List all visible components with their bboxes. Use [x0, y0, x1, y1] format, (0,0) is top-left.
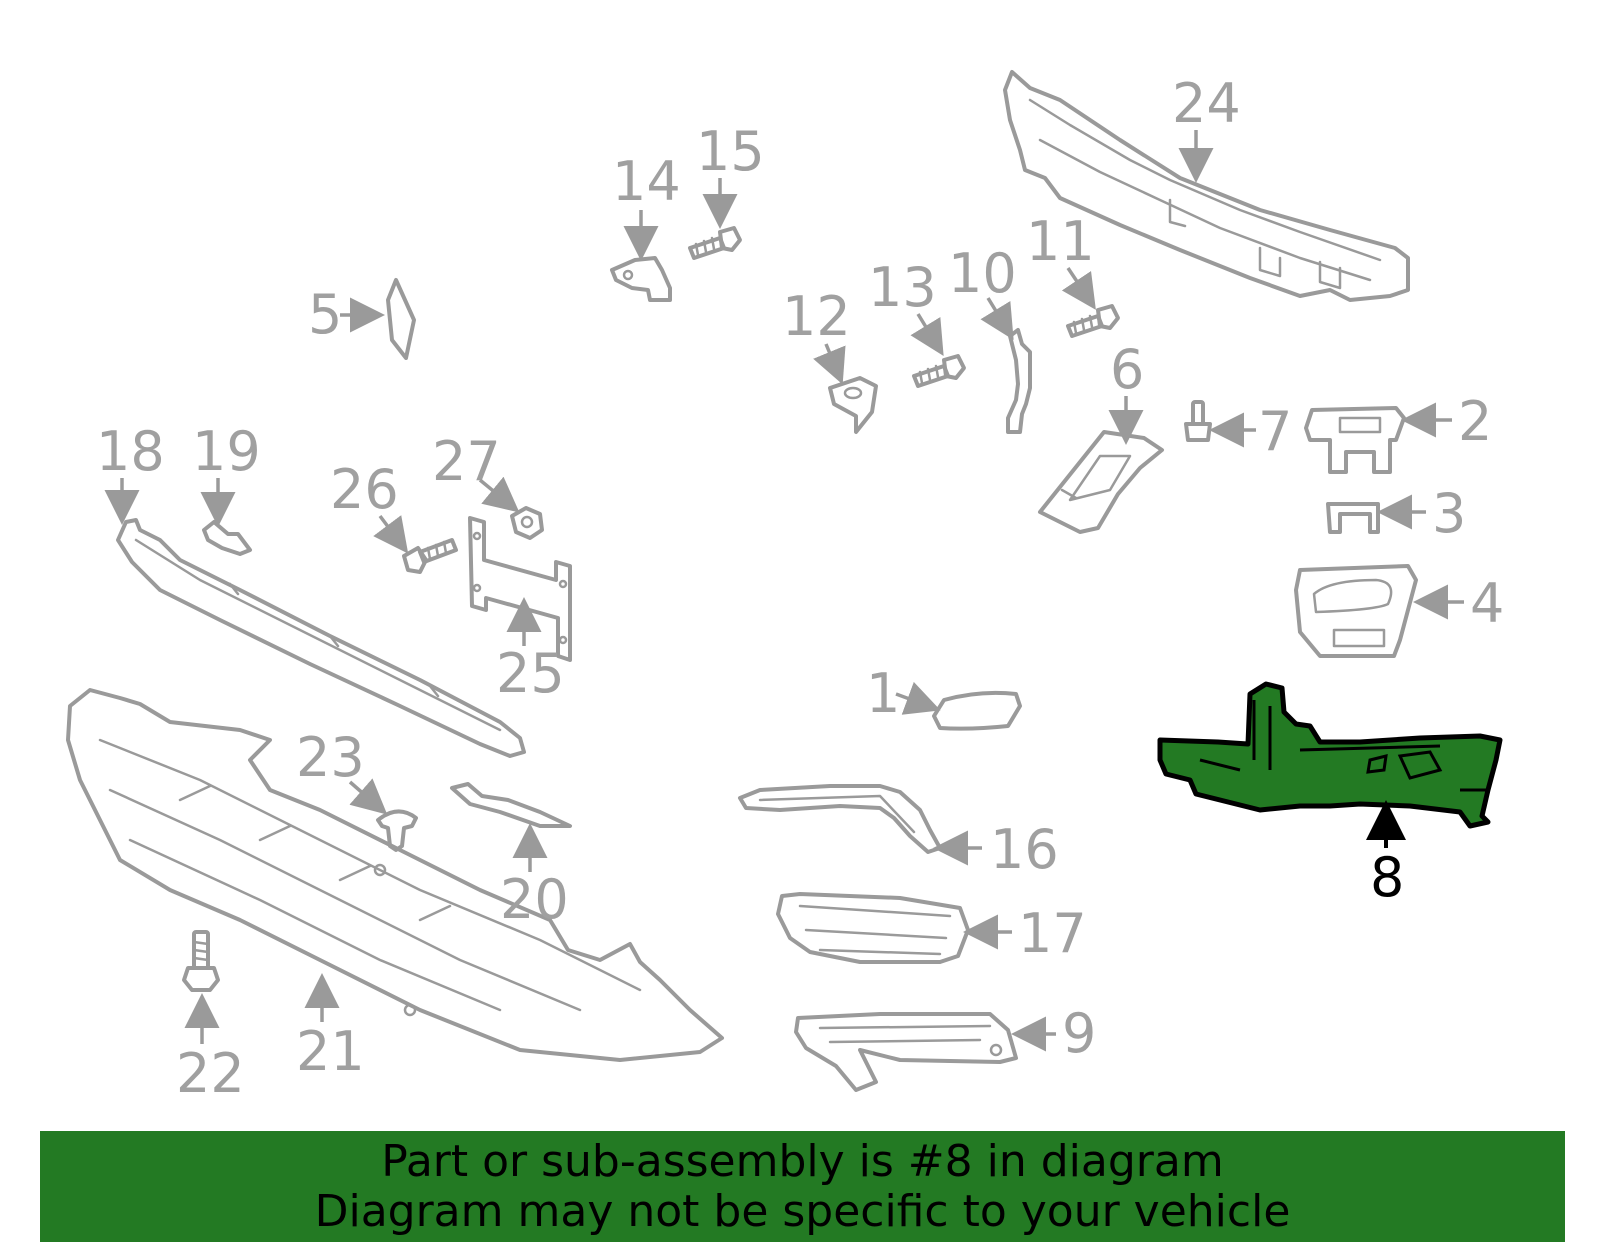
- label-1: 1: [866, 662, 900, 725]
- banner-line-part: Part or sub-assembly is #8 in diagram: [381, 1135, 1224, 1187]
- label-22: 22: [176, 1042, 245, 1105]
- callout-4: 4: [1413, 572, 1504, 635]
- callout-7: 7: [1209, 400, 1292, 463]
- label-24: 24: [1172, 72, 1241, 135]
- part-6-bracket[interactable]: [1038, 430, 1164, 534]
- label-17: 17: [1018, 902, 1087, 965]
- part-15-bolt[interactable]: [688, 226, 742, 260]
- part-25-bracket[interactable]: [468, 516, 572, 662]
- part-11-bolt[interactable]: [1066, 304, 1120, 338]
- callout-19: 19: [192, 420, 261, 527]
- label-16: 16: [990, 818, 1059, 881]
- callout-9: 9: [1011, 1002, 1096, 1065]
- callout-2: 2: [1401, 390, 1492, 453]
- label-4: 4: [1470, 572, 1504, 635]
- part-21-undercover[interactable]: [66, 688, 724, 1062]
- part-27-nut[interactable]: [510, 506, 544, 540]
- label-6: 6: [1110, 338, 1144, 401]
- callout-12: 12: [782, 285, 851, 385]
- callout-13: 13: [868, 256, 944, 356]
- part-2-bracket[interactable]: [1304, 406, 1406, 474]
- callout-22: 22: [176, 993, 245, 1105]
- part-12-bracket[interactable]: [828, 376, 878, 434]
- label-19: 19: [192, 420, 261, 483]
- part-24-reinforcement[interactable]: [1003, 70, 1410, 302]
- label-10: 10: [948, 242, 1017, 305]
- callout-26: 26: [330, 458, 409, 554]
- callout-27: 27: [432, 430, 520, 513]
- part-19-clip[interactable]: [202, 520, 252, 556]
- callout-3: 3: [1377, 482, 1466, 545]
- part-4-cover[interactable]: [1294, 564, 1418, 658]
- callout-1: 1: [866, 662, 941, 725]
- part-3-clip[interactable]: [1326, 502, 1380, 534]
- callout-15: 15: [696, 120, 765, 229]
- label-13: 13: [868, 256, 937, 319]
- callout-21: 21: [296, 973, 365, 1083]
- label-8: 8: [1370, 846, 1404, 909]
- callout-17: 17: [963, 902, 1087, 965]
- part-5-plate[interactable]: [386, 278, 416, 360]
- part-20-seal[interactable]: [450, 782, 572, 828]
- callout-18: 18: [96, 420, 165, 525]
- label-21: 21: [296, 1020, 365, 1083]
- label-2: 2: [1458, 390, 1492, 453]
- part-22-bolt[interactable]: [182, 930, 220, 992]
- callout-24: 24: [1172, 72, 1241, 183]
- info-banner: Part or sub-assembly is #8 in diagram Di…: [40, 1131, 1565, 1242]
- label-3: 3: [1432, 482, 1466, 545]
- callout-25: 25: [496, 597, 565, 705]
- callout-20: 20: [500, 823, 569, 931]
- label-25: 25: [496, 642, 565, 705]
- label-23: 23: [296, 726, 365, 789]
- callout-23: 23: [296, 726, 388, 815]
- label-20: 20: [500, 868, 569, 931]
- part-13-bolt[interactable]: [912, 354, 966, 388]
- callout-14: 14: [612, 150, 681, 261]
- label-14: 14: [612, 150, 681, 213]
- label-12: 12: [782, 285, 851, 348]
- label-9: 9: [1062, 1002, 1096, 1065]
- part-26-bolt[interactable]: [402, 538, 458, 574]
- part-1-cap[interactable]: [932, 690, 1022, 731]
- part-16-trim[interactable]: [738, 784, 942, 854]
- part-14-bracket[interactable]: [610, 256, 672, 302]
- banner-line-disclaimer: Diagram may not be specific to your vehi…: [314, 1185, 1291, 1237]
- callout-5: 5: [308, 283, 385, 346]
- callout-8: 8: [1366, 800, 1406, 909]
- part-18-strip[interactable]: [116, 518, 526, 758]
- label-26: 26: [330, 458, 399, 521]
- label-7: 7: [1258, 400, 1292, 463]
- part-9-bracket[interactable]: [794, 1012, 1018, 1092]
- callout-16: 16: [933, 818, 1059, 881]
- callout-10: 10: [948, 242, 1017, 340]
- callout-11: 11: [1026, 210, 1096, 310]
- part-23-clip[interactable]: [376, 809, 418, 852]
- label-15: 15: [696, 120, 765, 183]
- part-10-bracket[interactable]: [1006, 328, 1032, 434]
- part-17-grille[interactable]: [776, 892, 970, 964]
- callout-6: 6: [1108, 338, 1144, 445]
- label-18: 18: [96, 420, 165, 483]
- label-27: 27: [432, 430, 501, 493]
- label-5: 5: [308, 283, 342, 346]
- part-8-highlighted[interactable]: [1157, 681, 1503, 829]
- label-11: 11: [1026, 210, 1095, 273]
- part-7-screw[interactable]: [1184, 400, 1212, 442]
